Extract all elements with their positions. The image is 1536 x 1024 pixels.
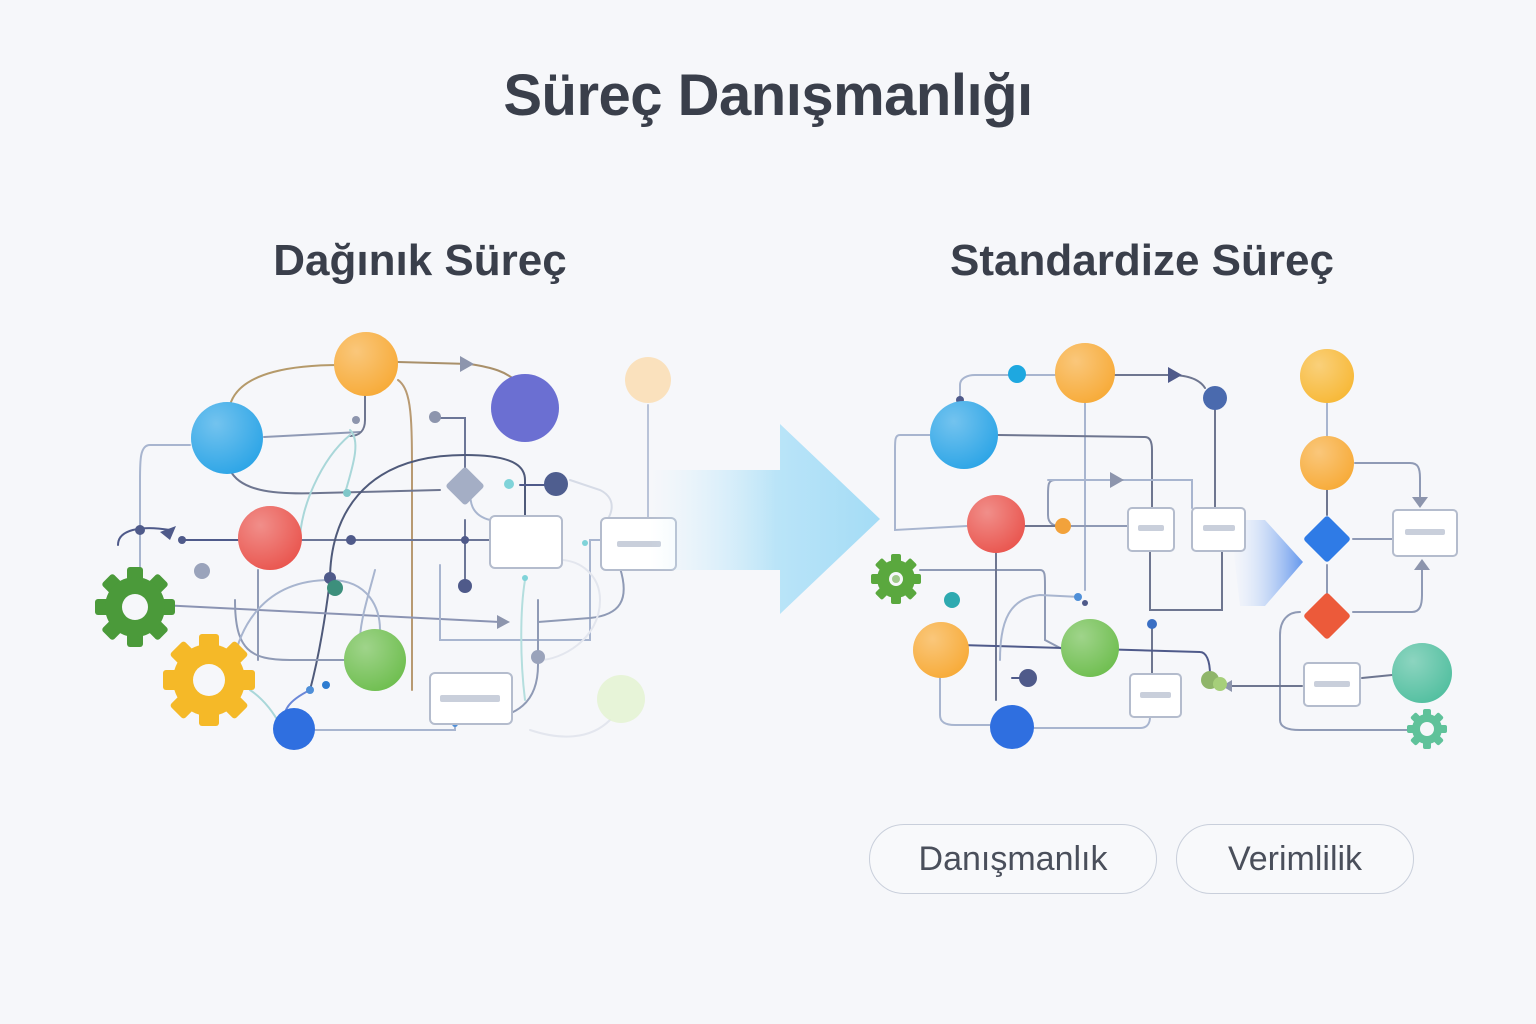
messy-faded-green-node <box>597 675 645 723</box>
gear-small-green-icon <box>871 554 921 604</box>
messy-arrowheads <box>160 356 510 629</box>
std-darkblue-node <box>990 705 1034 749</box>
std-blue-diamond <box>1304 516 1350 562</box>
standard-process <box>871 343 1458 749</box>
messy-process <box>95 332 677 750</box>
tag-efficiency[interactable]: Verimlilik <box>1176 824 1414 894</box>
std-mini-arrow <box>1230 520 1303 606</box>
messy-purple-node <box>491 374 559 442</box>
standard-nodes <box>913 343 1452 749</box>
transformation-arrow <box>650 424 880 614</box>
left-heading: Dağınık Süreç <box>273 236 567 285</box>
gear-green-icon <box>95 567 175 647</box>
gear-yellow-icon <box>163 634 255 726</box>
messy-darkblue-node <box>273 708 315 750</box>
tag-consulting[interactable]: Danışmanlık <box>869 824 1157 894</box>
standard-small-dots <box>944 365 1227 691</box>
messy-nodes <box>191 332 671 750</box>
messy-small-dots <box>135 411 588 727</box>
messy-diamond <box>446 467 484 505</box>
messy-faded-orange-node <box>625 357 671 403</box>
standard-arrowheads <box>1110 367 1430 692</box>
standard-boxes <box>1127 507 1458 718</box>
gear-small-teal-icon <box>1407 709 1447 749</box>
standard-gears <box>871 554 1447 749</box>
messy-gears <box>95 567 255 726</box>
messy-box-1 <box>489 515 563 569</box>
right-heading: Standardize Süreç <box>950 236 1334 285</box>
page-title: Süreç Danışmanlığı <box>503 63 1033 128</box>
std-red-diamond <box>1304 593 1350 639</box>
